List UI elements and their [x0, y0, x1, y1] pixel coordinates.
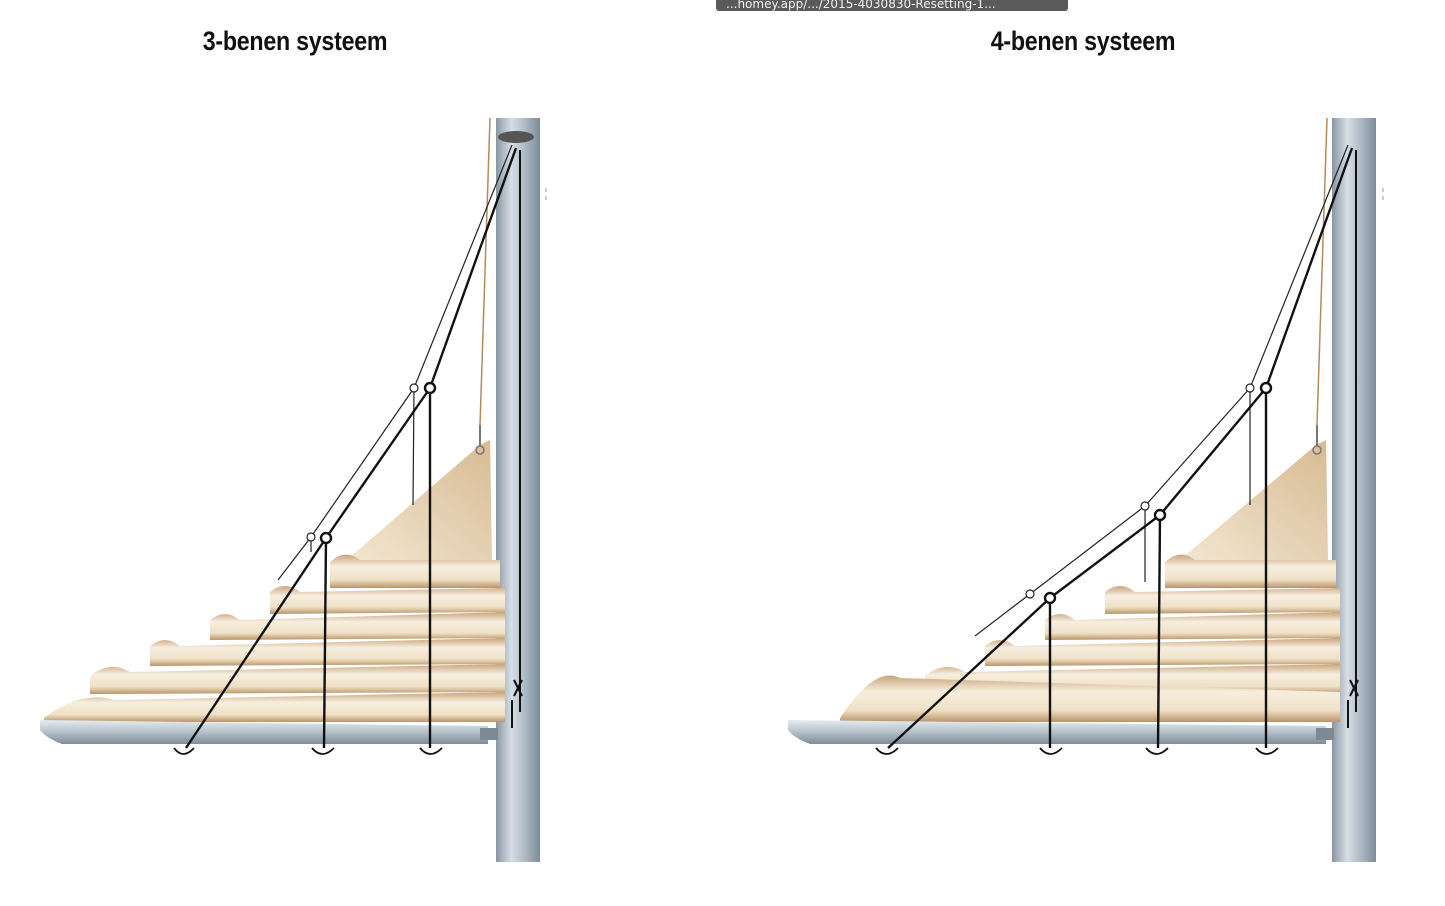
lazyjack-lines-front [887, 147, 1354, 749]
sail-folds [44, 554, 505, 722]
panel-title-4-legs: 4-benen systeem [990, 26, 1176, 56]
sail-head [1168, 440, 1328, 570]
lazyjack-lines-rear [277, 144, 513, 581]
masthead-sheave [498, 131, 534, 143]
mast [496, 118, 540, 862]
lazyjack-lines-front [185, 147, 518, 749]
url-tooltip: ...homey.app/.../2015-4030830-Resetting-… [716, 0, 1068, 11]
panel-title-3-legs: 3-benen systeem [202, 26, 388, 56]
diagram-3-legs [40, 117, 547, 862]
boom-attachment-points [173, 747, 443, 755]
mast [1332, 118, 1376, 862]
boom-attachment-points [875, 747, 1279, 755]
diagram-4-legs [788, 117, 1384, 862]
boom [40, 720, 488, 744]
boom [788, 720, 1326, 744]
